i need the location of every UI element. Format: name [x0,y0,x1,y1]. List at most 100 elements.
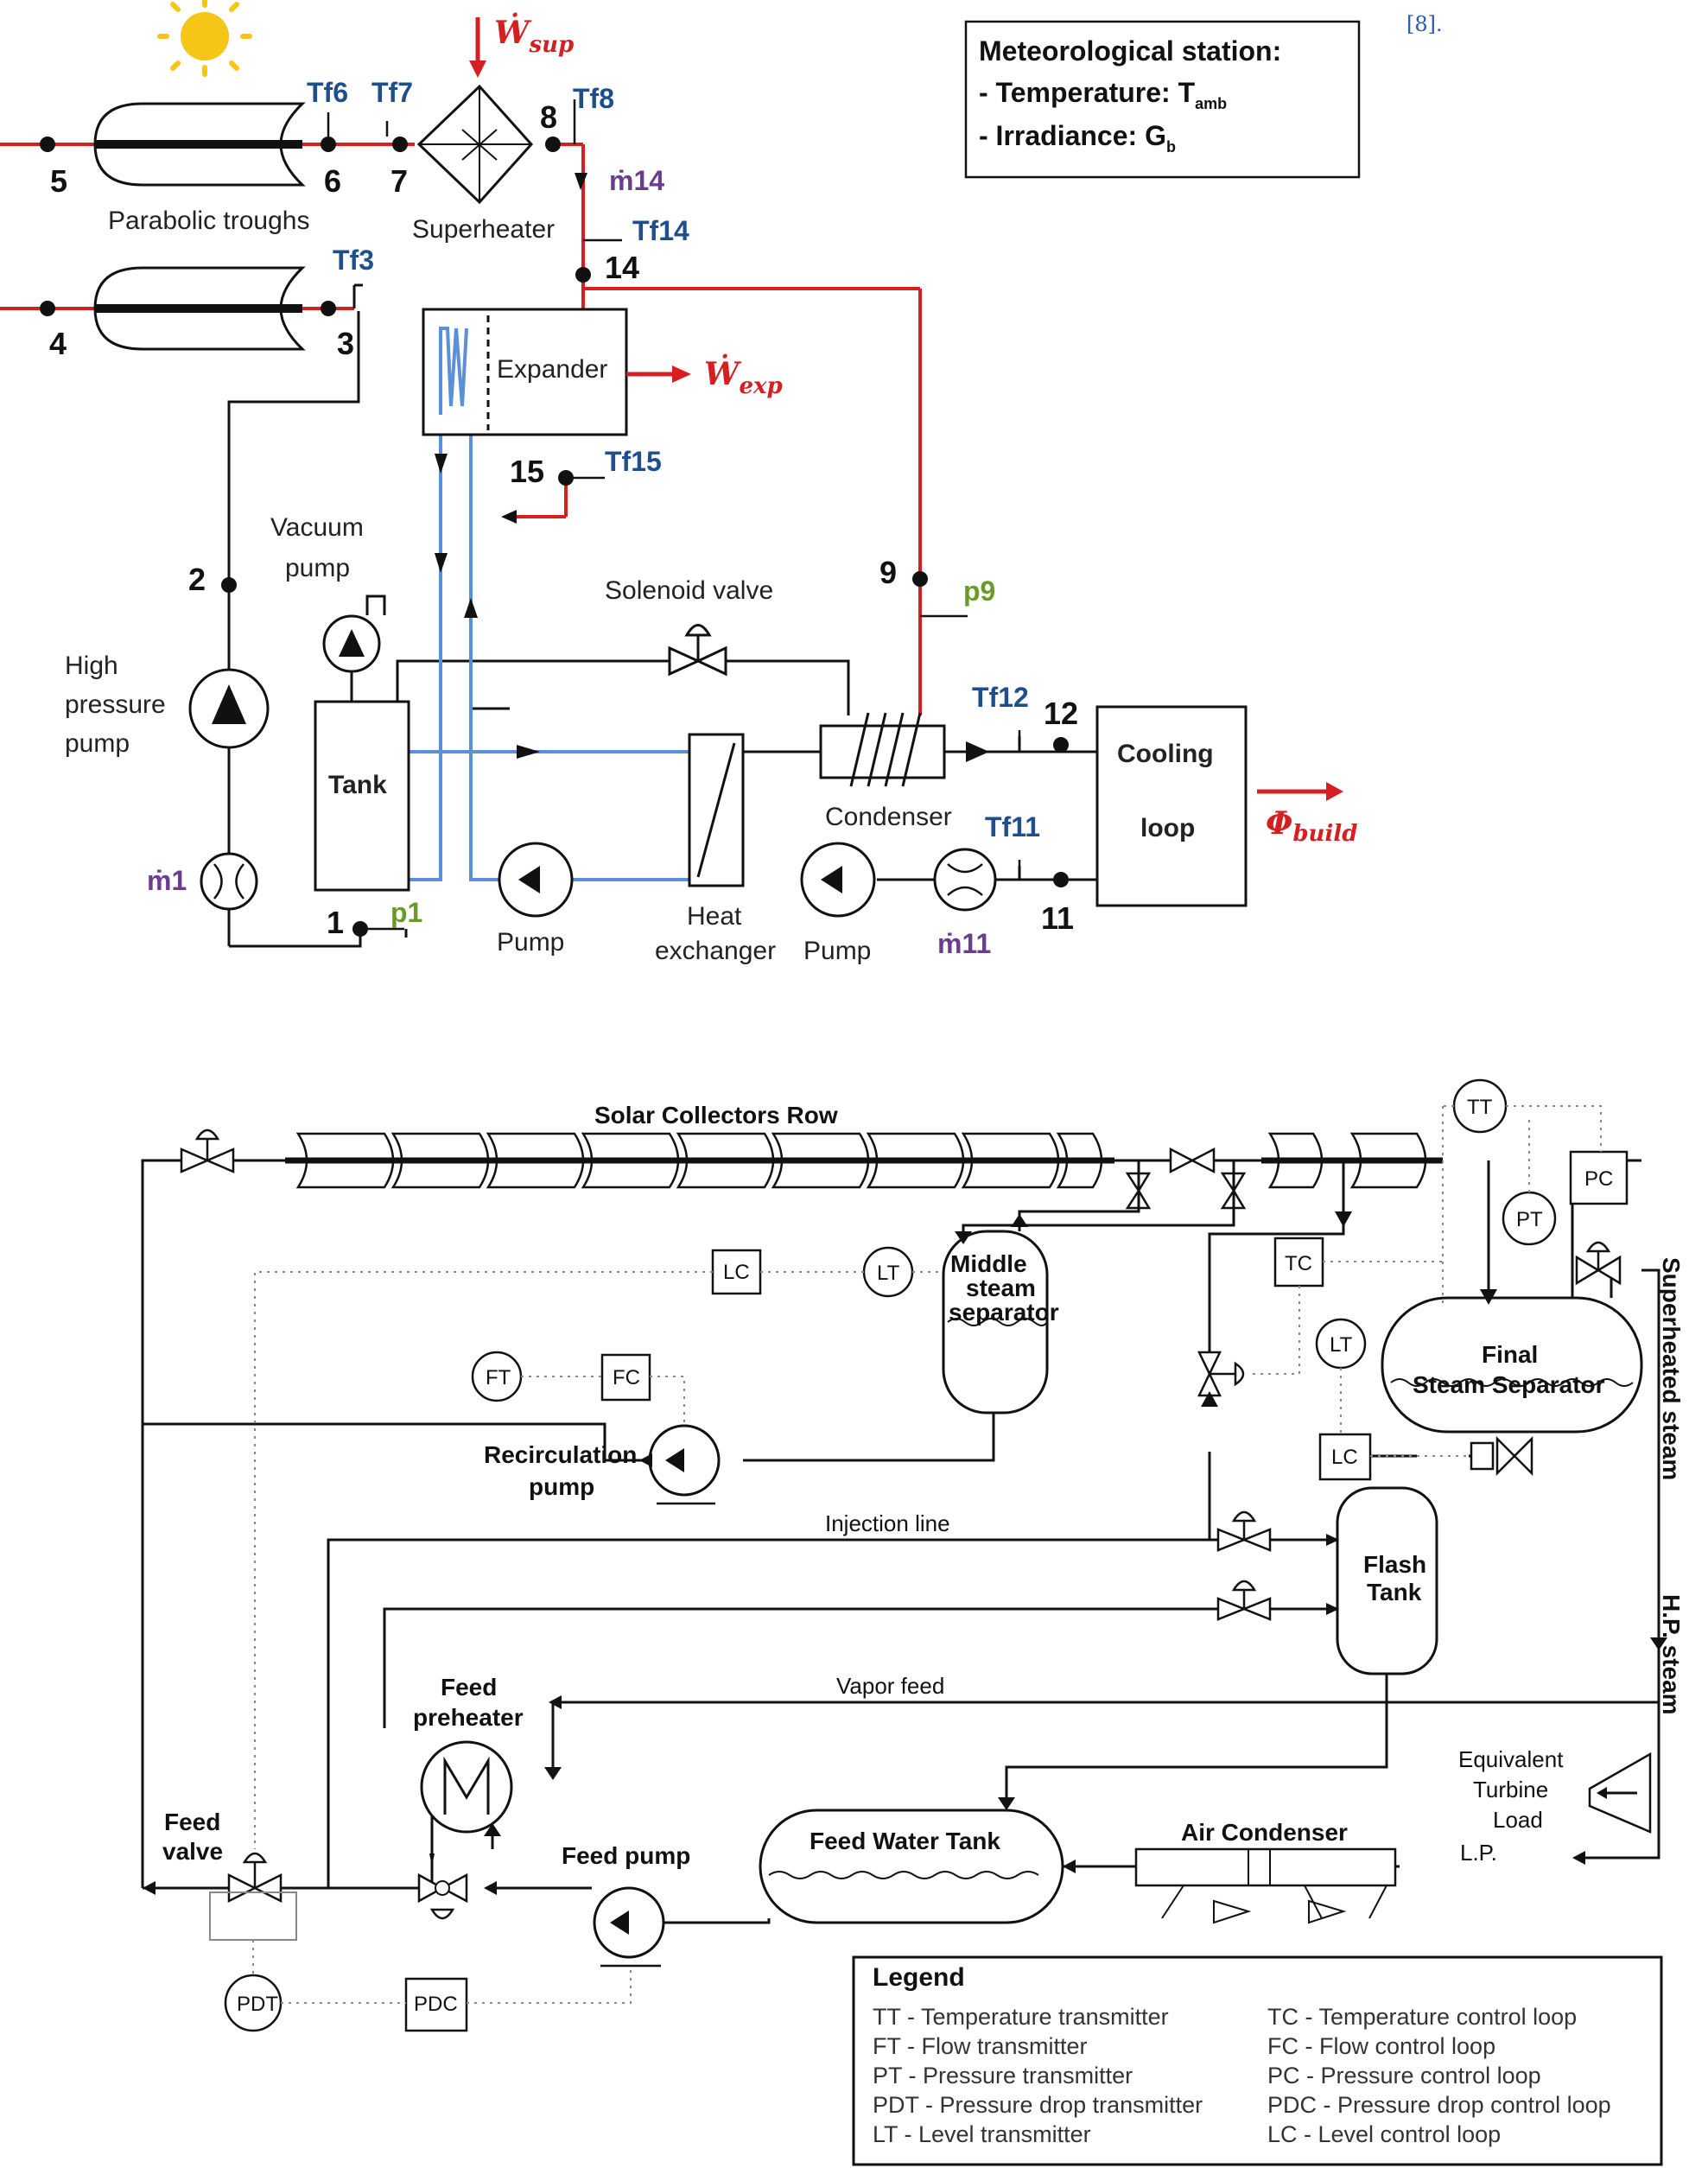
equivalent-turbine [1588,1752,1652,1834]
station-irr-sub: b [1166,138,1176,156]
flash-tank-line2: Tank [1367,1579,1422,1605]
feed-preheater-line2: preheater [413,1704,524,1731]
tag-lc-1: LC [723,1261,750,1284]
tag-tc: TC [1285,1252,1312,1275]
w-sup-symbol: Ẇ [494,13,532,51]
signal-lines [252,1105,1602,2004]
turbine-line2: Turbine [1473,1777,1548,1802]
svg-text:Φbuild: Φbuild [1266,805,1357,847]
loop-label: loop [1140,814,1195,842]
node-7: 7 [390,163,408,199]
pump-left [498,842,574,918]
feed-preheater-line1: Feed [441,1674,497,1701]
mid-row-valve [1169,1147,1216,1174]
feed-valve [209,1852,297,1941]
tag-tt: TT [1467,1096,1493,1119]
instrument-ft: FT [471,1351,523,1402]
tag-lt-1: LT [877,1262,900,1285]
legend-left-1: FT - Flow transmitter [873,2033,1088,2059]
solar-collectors-title: Solar Collectors Row [594,1102,838,1129]
air-condenser-label: Air Condenser [1181,1819,1348,1846]
station-irr: - Irradiance: G [979,120,1166,151]
hp-steam-label: H.P. steam [1658,1594,1685,1715]
middle-sep-line3: separator [949,1299,1059,1326]
superheated-steam-label: Superheated steam [1658,1257,1685,1480]
instrument-pdc: PDC [404,1977,468,2032]
tc-valve [1197,1351,1245,1397]
three-way-valve [417,1872,468,1920]
instrument-lc-final: LC [1318,1433,1372,1481]
feed-water-tank-label: Feed Water Tank [810,1828,1000,1854]
phi-build-symbol: Φ [1266,805,1292,842]
node-2: 2 [188,562,206,597]
node-1: 1 [327,905,344,940]
station-title: Meteorological station: [979,35,1281,67]
tag-fc: FC [613,1366,640,1389]
final-sep-line2: Steam Separator [1413,1371,1605,1398]
parabolic-trough-bottom [93,266,306,351]
high-label: High [65,652,118,680]
legend-right-0: TC - Temperature control loop [1267,2004,1577,2030]
m11-label: ṁ11 [937,928,991,959]
feed-pump-label: Feed pump [562,1842,690,1869]
flowmeter-m1 [200,852,258,911]
legend-left-4: LT - Level transmitter [873,2121,1091,2147]
instrument-pc: PC [1569,1150,1629,1205]
node-8: 8 [540,99,557,135]
instrument-pt: PT [1502,1191,1557,1246]
feed-valve-line2: valve [162,1838,223,1865]
svg-text:Ẇexp: Ẇexp [704,354,783,399]
instrument-pdt: PDT [224,1974,283,2032]
svg-text:Ẇsup: Ẇsup [494,13,574,58]
tag-pdc: PDC [414,1993,458,2016]
recirculation-pump [648,1424,721,1505]
w-exp-symbol: Ẇ [704,354,742,392]
turbine-line1: Equivalent [1458,1746,1564,1772]
svg-text:- Temperature: Tamb: - Temperature: Tamb [979,77,1227,112]
bottom-piping [141,1159,1660,1924]
flash-tank-line1: Flash [1363,1551,1426,1578]
superheater-label: Superheater [412,215,555,244]
m1-label: ṁ1 [147,865,187,896]
expander-label: Expander [497,355,607,384]
flowmeter-m11 [933,848,997,912]
flash-tank [1336,1486,1438,1675]
pump-label: pump [65,729,130,758]
condenser [819,712,946,787]
node-dots [40,137,1069,937]
final-steam-separator [1381,1296,1643,1434]
inlet-valve [180,1129,235,1173]
middle-sep-line1: Middle [950,1250,1027,1277]
m14-label: ṁ14 [609,165,664,196]
pump-a-label: Pump [497,928,564,957]
tf8-label: Tf8 [573,83,614,114]
middle-sep-line2: steam [966,1275,1036,1301]
lp-label: L.P. [1460,1840,1497,1866]
legend-left-3: PDT - Pressure drop transmitter [873,2092,1203,2118]
tag-pdt: PDT [237,1993,278,2016]
expander-box [422,308,628,436]
heat-exchanger [688,733,745,887]
reference-link[interactable]: [8]. [1406,12,1443,36]
instrument-lc-middle: LC [711,1249,762,1295]
bottom-diagram: Solar Collectors Row [141,1078,1685,2166]
legend-box: Legend TT - Temperature transmitter FT -… [852,1955,1663,2166]
pressure-label: pressure [65,690,166,719]
cooling-label: Cooling [1117,740,1214,768]
node-12: 12 [1044,696,1078,731]
instrument-tt: TT [1452,1078,1508,1134]
solar-collectors [295,1132,1427,1189]
cooling-loop-box [1095,705,1248,907]
recirc-pump-line1: Recirculation [484,1441,637,1468]
instrument-lt-final: LT [1315,1318,1367,1370]
vapor-feed-label: Vapor feed [836,1673,944,1699]
tag-pt: PT [1516,1208,1543,1231]
vacuum-label: Vacuum [270,513,364,542]
solenoid-valve-label: Solenoid valve [605,576,773,605]
sun-icon [157,0,252,77]
tf15-label: Tf15 [605,446,662,477]
pump-right [800,842,876,918]
node-14: 14 [605,250,639,285]
node-3: 3 [337,326,354,361]
